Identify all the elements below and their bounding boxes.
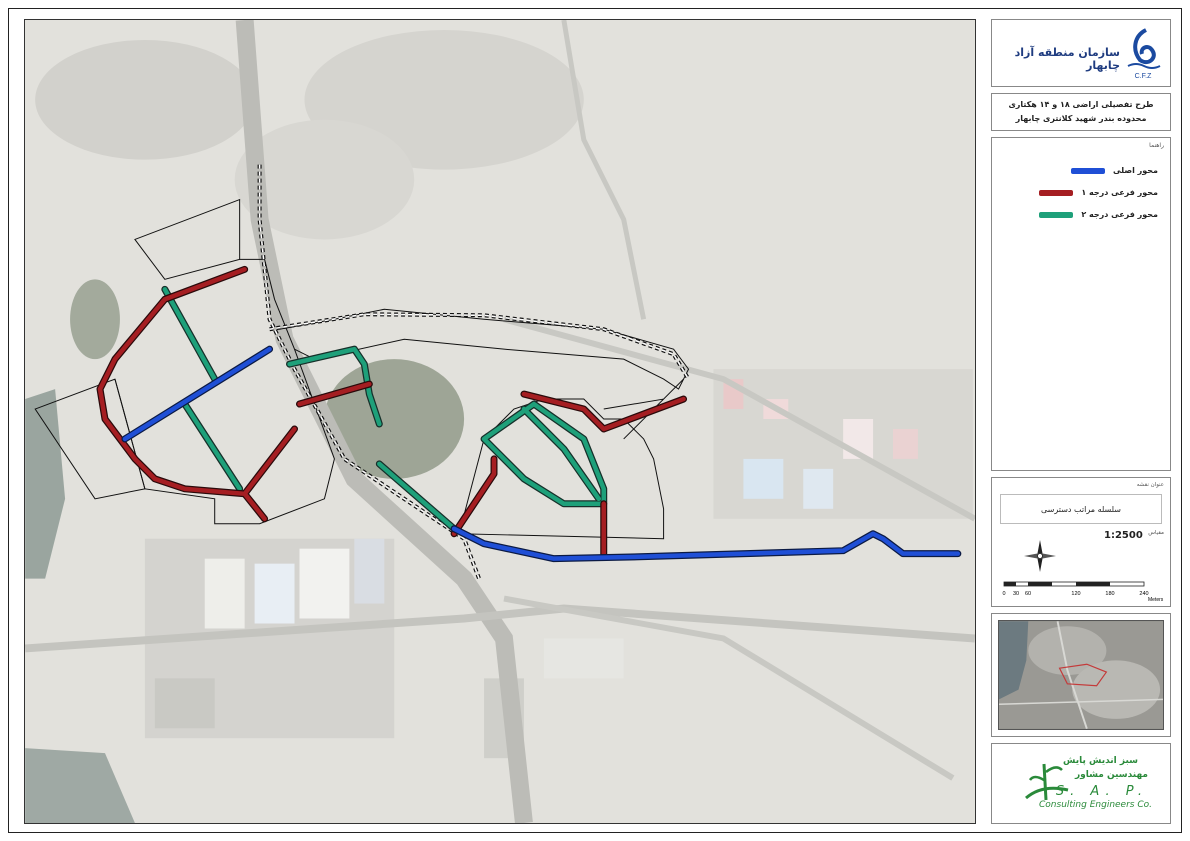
scale-tick: 120 <box>1071 591 1080 597</box>
scale-tick: 180 <box>1105 591 1114 597</box>
scale-tick: 240 <box>1139 591 1148 597</box>
scale-tick: 0 <box>1002 591 1005 597</box>
legend-item-sub-axis-1: محور فرعی درجه ۱ <box>1039 188 1158 197</box>
highway <box>235 20 533 823</box>
legend-item-main-axis: محور اصلی <box>1071 166 1158 175</box>
legend-label: محور فرعی درجه ۲ <box>1081 210 1158 219</box>
firm-type-fa: مهندسین مشاور <box>1074 770 1148 780</box>
scale-tick: 60 <box>1025 591 1031 597</box>
sub-axis-1-roads <box>97 267 686 556</box>
organization-name: سازمان منطقه آزاد چابهار <box>1014 46 1120 72</box>
north-arrow-icon <box>1024 540 1056 572</box>
logo-caption: C.F.Z <box>1135 73 1152 80</box>
sub-axis-2-roads <box>162 287 606 531</box>
legend-swatch-blue <box>1071 167 1106 174</box>
legend-label: محور اصلی <box>1113 166 1158 175</box>
sea-area <box>25 389 66 579</box>
scale-heading: مقیاس <box>1148 530 1164 536</box>
scale-tick: 30 <box>1013 591 1019 597</box>
legend-panel: راهنما محور اصلی محور فرعی درجه ۱ محور ف… <box>991 137 1171 471</box>
legend-label: محور فرعی درجه ۱ <box>1081 188 1158 197</box>
inset-map-canvas <box>999 621 1163 729</box>
map-canvas <box>25 20 975 823</box>
scale-ratio: 1:2500 <box>1104 530 1143 541</box>
sap-logo-icon <box>1025 763 1069 801</box>
organization-panel: سازمان منطقه آزاد چابهار C.F.Z <box>991 19 1171 87</box>
inset-map-panel <box>991 613 1171 737</box>
firm-abbreviation: S. A. P. <box>1055 784 1148 799</box>
legend-swatch-green <box>1039 211 1074 218</box>
firm-name-en: Consulting Engineers Co. <box>1039 800 1152 810</box>
main-map[interactable] <box>24 19 976 824</box>
plan-title-line-1: طرح تفصیلی اراضی ۱۸ و ۱۴ هکتاری <box>1008 100 1154 109</box>
legend-heading: راهنما <box>1149 142 1164 149</box>
map-sheet: سازمان منطقه آزاد چابهار C.F.Z طرح تفصیل… <box>8 8 1182 833</box>
consultant-panel: سبز اندیش پایش مهندسین مشاور S. A. P. Co… <box>991 743 1171 824</box>
scale-bar: 0 30 60 120 180 240 Meters <box>1002 581 1164 603</box>
main-axis-roads <box>122 346 961 561</box>
cfz-logo-icon: C.F.Z <box>1127 28 1161 80</box>
legend-item-sub-axis-2: محور فرعی درجه ۲ <box>1039 210 1158 219</box>
legend-swatch-red <box>1039 189 1074 196</box>
plan-title-panel: طرح تفصیلی اراضی ۱۸ و ۱۴ هکتاری محدوده ب… <box>991 93 1171 131</box>
map-title-heading: عنوان نقشه <box>1136 482 1164 488</box>
sheet-info-panel: عنوان نقشه سلسله مراتب دسترسی مقیاس 1:25… <box>991 477 1171 607</box>
scale-unit: Meters <box>1148 597 1164 603</box>
firm-name-fa: سبز اندیش پایش <box>1062 756 1138 766</box>
map-title: سلسله مراتب دسترسی <box>1000 494 1162 524</box>
plan-title-line-2: محدوده بندر شهید کلانتری چابهار <box>1015 114 1147 123</box>
inset-project-outline <box>1058 663 1108 687</box>
sea-area-south <box>25 748 135 823</box>
inset-map[interactable] <box>998 620 1164 730</box>
